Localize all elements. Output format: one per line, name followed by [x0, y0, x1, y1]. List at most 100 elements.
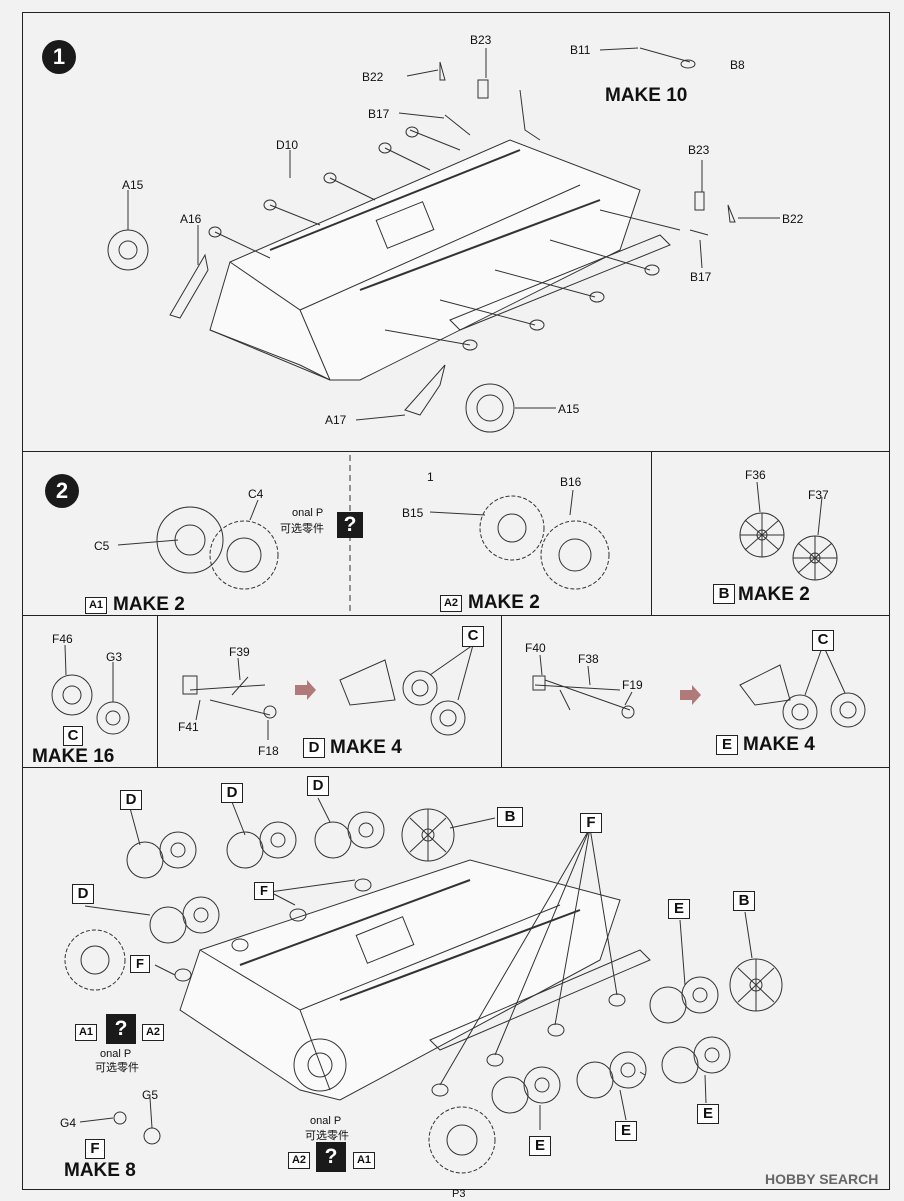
optional-parts-cn-1: 可选零件	[280, 523, 324, 535]
part-label-b16: B16	[560, 475, 582, 489]
tag-e-2: E	[529, 1136, 551, 1156]
tag-e-box: E	[716, 735, 738, 755]
hull-1	[209, 139, 641, 381]
make-2-a1: MAKE 2	[113, 594, 185, 615]
optional-parts-cn-2: 可选零件	[95, 1062, 139, 1074]
tag-d-4: D	[72, 884, 94, 904]
tag-b-panel: B	[713, 584, 735, 604]
part-label-f38: F38	[578, 652, 599, 666]
tag-b-1-box: B	[497, 807, 523, 827]
tag-a2-box: A2	[440, 595, 462, 612]
part-label-a17: A17	[325, 413, 347, 427]
tag-d-2: D	[221, 783, 243, 803]
optional-part-mark-2: ?	[106, 1014, 136, 1044]
part-label-c5: C5	[94, 539, 110, 553]
page-number: P3	[452, 1188, 466, 1200]
step-1-marker: 1	[42, 40, 76, 74]
part-label-d10: D10	[276, 138, 299, 152]
tag-c-box: C	[63, 726, 83, 746]
tag-e-3-box: E	[615, 1121, 637, 1141]
part-label-b11: B11	[570, 43, 591, 57]
part-label-f41: F41	[178, 720, 199, 734]
tag-b-2: B	[733, 891, 755, 911]
tag-f-2: F	[254, 882, 274, 900]
tag-d-1-box: D	[120, 790, 142, 810]
part-label-g3: G3	[106, 650, 123, 664]
tag-c-result-e-box: C	[812, 630, 834, 651]
tag-e-panel: E	[716, 735, 738, 755]
tag-d-panel: D	[303, 738, 325, 758]
make-8-f: MAKE 8	[64, 1160, 136, 1181]
tag-f-1-box: F	[580, 813, 602, 833]
tag-f-panel: F	[85, 1139, 105, 1159]
part-label-b22-right: B22	[782, 212, 804, 226]
part-label-b23-right: B23	[688, 143, 710, 157]
tag-d-2-box: D	[221, 783, 243, 803]
tag-f-3: F	[130, 955, 150, 973]
part-label-g5: G5	[142, 1088, 159, 1102]
tag-b-1: B	[497, 807, 523, 827]
tag-b-box: B	[713, 584, 735, 604]
tag-a1-panel: A1	[85, 595, 107, 614]
watermark: HOBBY SEARCH	[765, 1171, 879, 1187]
part-label-g4: G4	[60, 1116, 77, 1130]
part-label-b17-left: B17	[368, 107, 390, 121]
optional-parts-text-2: onal P	[100, 1048, 132, 1060]
tag-e-3: E	[615, 1121, 637, 1141]
part-label-b17-right: B17	[690, 270, 712, 284]
tag-d-1: D	[120, 790, 142, 810]
part-label-f19: F19	[622, 678, 643, 692]
make-16-c: MAKE 16	[32, 746, 115, 767]
optional-parts-text-3: onal P	[310, 1115, 342, 1127]
tag-a1-bottom: A1	[353, 1150, 375, 1169]
hull-4	[179, 859, 621, 1101]
part-label-a16: A16	[180, 212, 202, 226]
tag-c-result-e: C	[812, 630, 834, 651]
tag-c-result-d-box: C	[462, 626, 484, 647]
part-label-f46: F46	[52, 632, 73, 646]
section-4-panel	[22, 767, 890, 1190]
tag-a2-bottom: A2	[288, 1150, 310, 1169]
make-4-d: MAKE 4	[330, 737, 402, 758]
part-label-b23-top: B23	[470, 33, 492, 47]
section-1-panel	[22, 12, 890, 452]
part-label-c4: C4	[248, 487, 264, 501]
tag-f-2-box: F	[254, 882, 274, 900]
part-label-b15: B15	[402, 506, 424, 520]
part-label-b22-left: B22	[362, 70, 384, 84]
optional-parts-cn-3: 可选零件	[305, 1130, 349, 1142]
tag-f-1: F	[580, 813, 602, 833]
tag-a2-bottom-box: A2	[288, 1152, 310, 1169]
tag-f-panel-box: F	[85, 1139, 105, 1159]
tag-d-4-box: D	[72, 884, 94, 904]
tag-a2-panel: A2	[440, 593, 462, 612]
tag-b-2-box: B	[733, 891, 755, 911]
tag-f-3-box: F	[130, 955, 150, 973]
tag-e-1: E	[668, 899, 690, 919]
step-2-marker: 2	[45, 474, 79, 508]
part-label-b8: B8	[730, 58, 745, 72]
part-label-a15-bottom: A15	[558, 402, 580, 416]
tag-e-1-box: E	[668, 899, 690, 919]
make-2-a2: MAKE 2	[468, 592, 540, 613]
tag-a1-bottom-box: A1	[353, 1152, 375, 1169]
tag-a1-box: A1	[85, 597, 107, 614]
tag-e-2-box: E	[529, 1136, 551, 1156]
part-label-a15-left: A15	[122, 178, 144, 192]
part-label-f36: F36	[745, 468, 766, 482]
optional-part-mark-3: ?	[316, 1142, 346, 1172]
tag-e-4: E	[697, 1104, 719, 1124]
part-label-f39: F39	[229, 645, 250, 659]
tag-e-4-box: E	[697, 1104, 719, 1124]
note-1: 1	[427, 470, 434, 484]
optional-parts-text-1: onal P	[292, 507, 324, 519]
part-label-f37: F37	[808, 488, 829, 502]
tag-d-3-box: D	[307, 776, 329, 796]
tag-d-box: D	[303, 738, 325, 758]
tag-d-3: D	[307, 776, 329, 796]
make-10-label: MAKE 10	[605, 85, 688, 106]
tag-a1-left: A1	[75, 1022, 97, 1041]
part-label-f40: F40	[525, 641, 546, 655]
tag-a2-left-box: A2	[142, 1024, 164, 1041]
